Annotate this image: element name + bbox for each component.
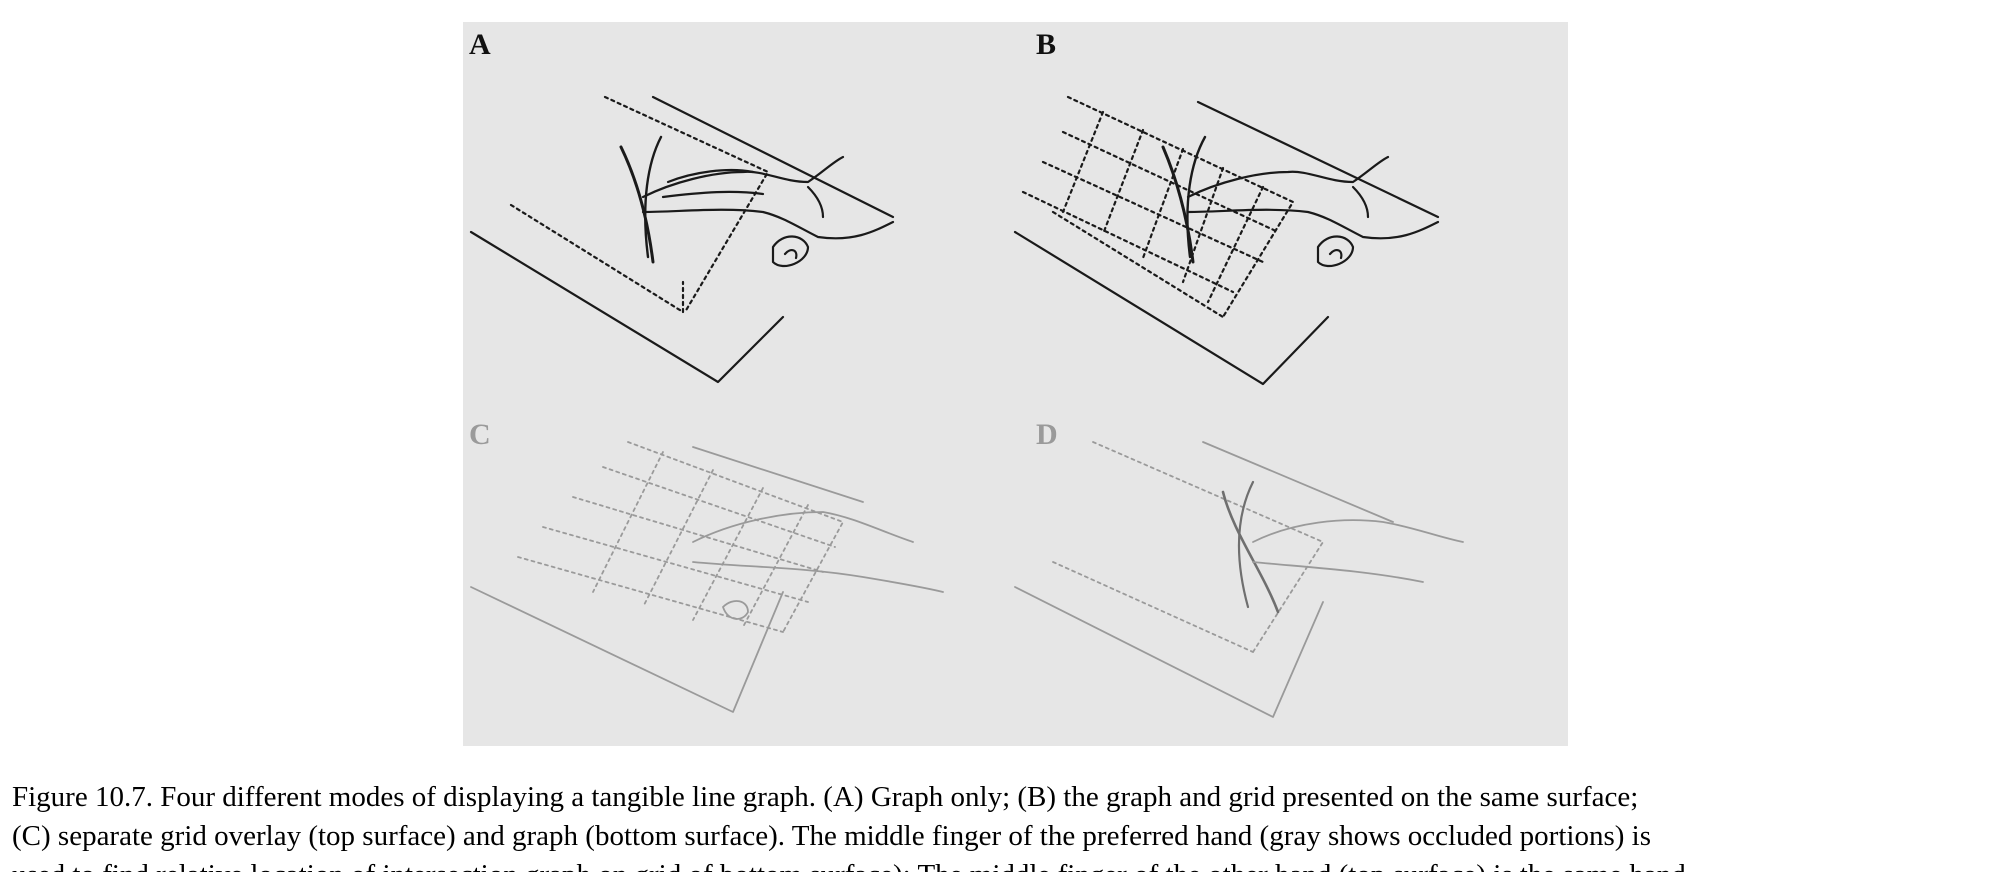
panel-label-a: A [469,28,491,61]
panel-a-drawing [469,95,895,384]
caption-line-2: (C) separate grid overlay (top surface) … [12,820,1651,852]
panel-label-d: D [1036,418,1058,451]
panel-b-drawing [1013,95,1440,386]
caption-line-3: used to find relative location of inters… [12,856,1990,872]
figure-caption: Figure 10.7. Four different modes of dis… [12,778,1990,872]
panel-label-b: B [1036,28,1057,61]
figure-illustration [469,95,1464,718]
figure-image: A B C D [463,22,1568,746]
caption-line-1: Figure 10.7. Four different modes of dis… [12,781,1639,813]
panel-c-drawing [470,441,944,713]
panel-label-c: C [469,418,491,451]
panel-d-drawing [1014,441,1464,718]
